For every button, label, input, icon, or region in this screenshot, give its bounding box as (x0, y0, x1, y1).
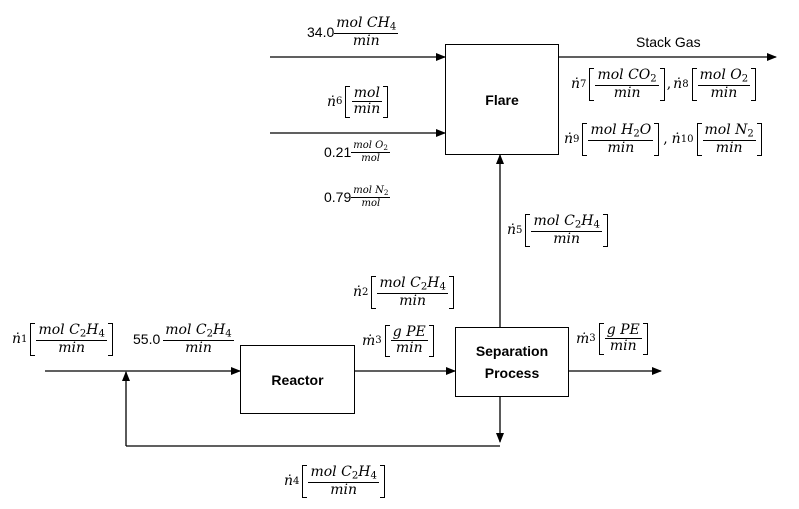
ch4-feed-value: 34.0 (307, 24, 335, 41)
ch4-feed-label: 34.0 mol CH4 min (307, 15, 399, 49)
reactor-feed-value: 55.0 (133, 331, 161, 348)
flare-label: Flare (485, 91, 519, 108)
flare-block: Flare (445, 44, 559, 155)
n2-fraction-label: 0.79 mol N2 mol (324, 185, 391, 209)
separation-label-line1: Separation (475, 343, 549, 359)
o2-fraction-label: 0.21 mol O2 mol (324, 140, 390, 164)
reactor-label: Reactor (271, 371, 324, 388)
reactor-block: Reactor (240, 345, 355, 414)
separation-label-line2: Process (484, 365, 540, 381)
n6-symbol: ṅ (327, 93, 337, 110)
stack-gas-label: Stack Gas (636, 34, 701, 50)
reactor-feed-label: 55.0 mol C2H4 min (133, 322, 234, 356)
separation-block: Separation Process (455, 327, 569, 397)
